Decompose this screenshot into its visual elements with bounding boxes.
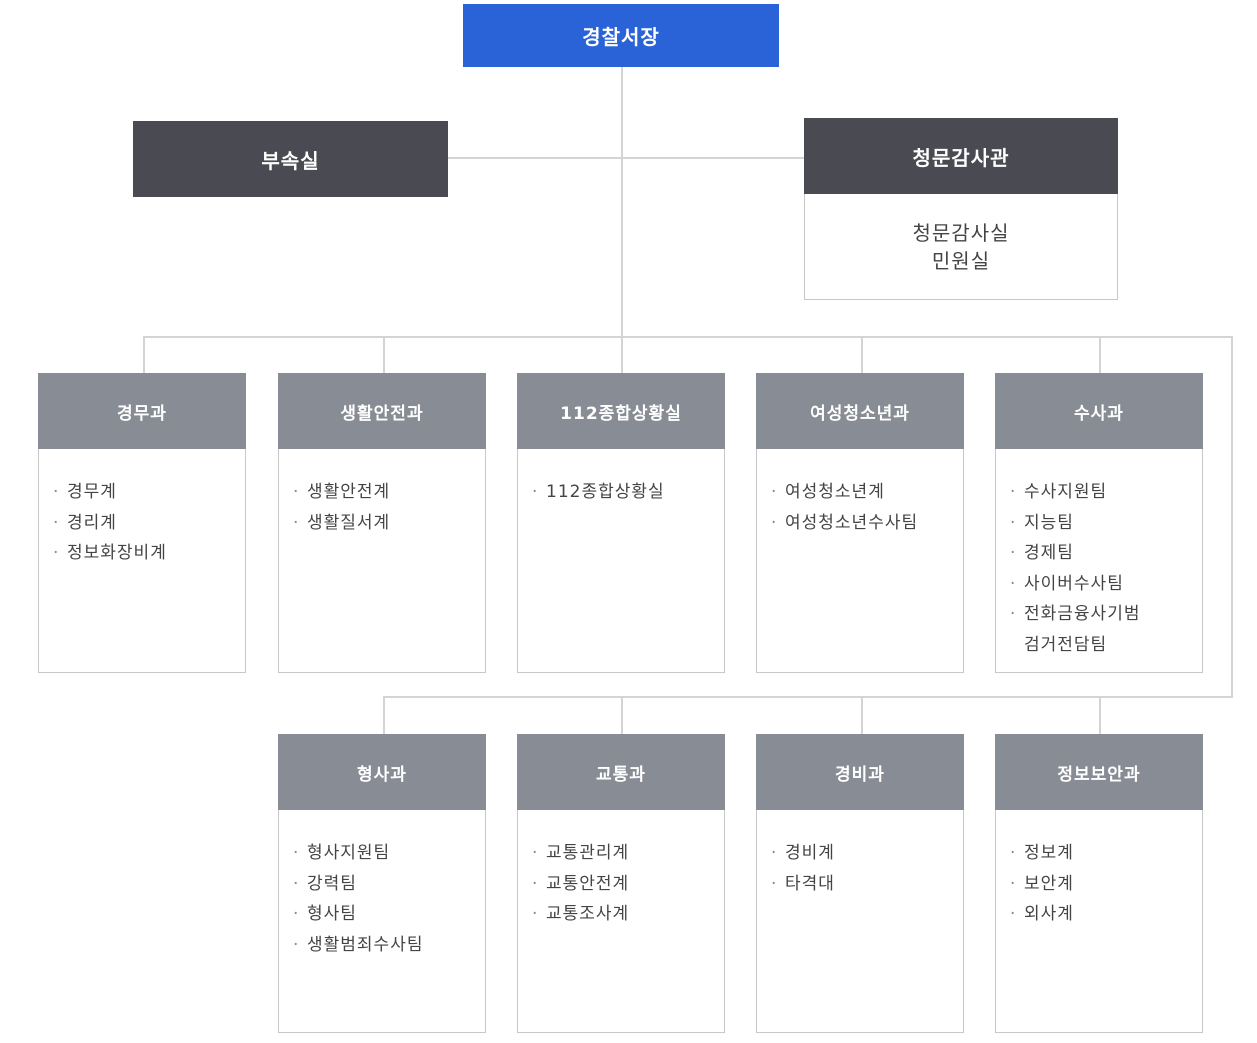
chief-label: 경찰서장 — [582, 25, 660, 49]
dept-title: 여성청소년과 — [810, 403, 910, 424]
dept-panel-intelligence-security: 정보계 보안계 외사계 — [995, 810, 1203, 1033]
dept-header-security: 경비과 — [756, 734, 964, 810]
dept-title: 정보보안과 — [1057, 764, 1141, 785]
unit-item: 경제팀 — [1010, 538, 1202, 569]
unit-item: 교통관리계 — [532, 838, 724, 869]
dept-header-traffic: 교통과 — [517, 734, 725, 810]
dept-panel-women-youth: 여성청소년계 여성청소년수사팀 — [756, 449, 964, 673]
unit-item: 여성청소년수사팀 — [771, 508, 963, 539]
connector-drop-1 — [143, 336, 145, 373]
dept-title: 생활안전과 — [340, 403, 424, 424]
unit-item: 생활안전계 — [293, 477, 485, 508]
dept-panel-112-center: 112종합상황실 — [517, 449, 725, 673]
unit-item: 외사계 — [1010, 899, 1202, 930]
dept-header-general-affairs: 경무과 — [38, 373, 246, 449]
dept-panel-security: 경비계 타격대 — [756, 810, 964, 1033]
unit-item: 교통조사계 — [532, 899, 724, 930]
dept-title: 수사과 — [1074, 403, 1124, 424]
connector-drop-8 — [861, 696, 863, 734]
dept-title: 교통과 — [596, 764, 646, 785]
connector-row1-bus — [143, 336, 1233, 338]
unit-item: 사이버수사팀 — [1010, 569, 1202, 600]
dept-header-criminal: 형사과 — [278, 734, 486, 810]
dept-header-investigation: 수사과 — [995, 373, 1203, 449]
unit-item: 형사팀 — [293, 899, 485, 930]
unit-item: 정보화장비계 — [53, 538, 245, 569]
unit-item: 112종합상황실 — [532, 477, 724, 508]
unit-item: 여성청소년계 — [771, 477, 963, 508]
unit-item: 타격대 — [771, 869, 963, 900]
unit-item: 경무계 — [53, 477, 245, 508]
dept-header-women-youth: 여성청소년과 — [756, 373, 964, 449]
unit-item: 수사지원팀 — [1010, 477, 1202, 508]
audit-item: 민원실 — [931, 248, 991, 273]
unit-item: 생활범죄수사팀 — [293, 930, 485, 961]
unit-item: 정보계 — [1010, 838, 1202, 869]
unit-item: 교통안전계 — [532, 869, 724, 900]
unit-item: 전화금융사기범 — [1010, 599, 1202, 630]
dept-header-112-center: 112종합상황실 — [517, 373, 725, 449]
connector-main-trunk — [621, 67, 623, 373]
dept-header-intelligence-security: 정보보안과 — [995, 734, 1203, 810]
connector-drop-6 — [383, 696, 385, 734]
audit-panel: 청문감사실 민원실 — [804, 194, 1118, 300]
unit-item: 생활질서계 — [293, 508, 485, 539]
audit-item: 청문감사실 — [912, 220, 1010, 245]
dept-title: 형사과 — [357, 764, 407, 785]
unit-item: 검거전담팀 — [1024, 634, 1108, 655]
unit-item: 보안계 — [1010, 869, 1202, 900]
dept-panel-criminal: 형사지원팀 강력팀 형사팀 생활범죄수사팀 — [278, 810, 486, 1033]
aux-office-box: 부속실 — [133, 121, 448, 197]
connector-drop-2 — [383, 336, 385, 373]
unit-item: 경비계 — [771, 838, 963, 869]
audit-header: 청문감사관 — [804, 118, 1118, 194]
connector-drop-7 — [621, 696, 623, 734]
dept-title: 경무과 — [117, 403, 167, 424]
chief-box: 경찰서장 — [463, 4, 779, 67]
connector-aux-branch — [448, 157, 804, 159]
connector-drop-5 — [1099, 336, 1101, 373]
aux-office-label: 부속실 — [261, 148, 320, 173]
audit-title: 청문감사관 — [912, 145, 1010, 170]
connector-outer-right — [1231, 336, 1233, 697]
dept-header-community-safety: 생활안전과 — [278, 373, 486, 449]
connector-drop-9 — [1099, 696, 1101, 734]
dept-panel-general-affairs: 경무계 경리계 정보화장비계 — [38, 449, 246, 673]
dept-title: 112종합상황실 — [560, 403, 682, 424]
unit-item: 지능팀 — [1010, 508, 1202, 539]
connector-drop-4 — [861, 336, 863, 373]
dept-panel-community-safety: 생활안전계 생활질서계 — [278, 449, 486, 673]
unit-item: 강력팀 — [293, 869, 485, 900]
unit-item: 경리계 — [53, 508, 245, 539]
dept-panel-traffic: 교통관리계 교통안전계 교통조사계 — [517, 810, 725, 1033]
dept-title: 경비과 — [835, 764, 885, 785]
dept-panel-investigation: 수사지원팀 지능팀 경제팀 사이버수사팀 전화금융사기범 검거전담팀 — [995, 449, 1203, 673]
connector-row2-bus — [383, 696, 1233, 698]
unit-item: 형사지원팀 — [293, 838, 485, 869]
